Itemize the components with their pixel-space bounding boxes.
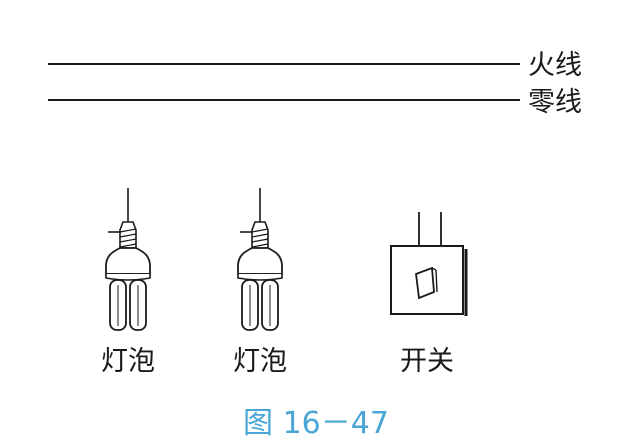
lamp-2: 灯泡 [233, 188, 287, 377]
switch-label: 开关 [400, 346, 454, 377]
bulb-icon [237, 188, 283, 331]
lamp-1-label: 灯泡 [101, 346, 155, 377]
live-wire: 火线 [48, 50, 582, 81]
switch-icon [390, 212, 468, 316]
neutral-wire-label: 零线 [528, 87, 582, 118]
lamp-1: 灯泡 [101, 188, 155, 377]
neutral-wire: 零线 [48, 87, 582, 118]
bulb-icon [105, 188, 151, 331]
lamp-2-label: 灯泡 [233, 346, 287, 377]
switch: 开关 [390, 212, 468, 377]
figure-caption: 图 16－47 [243, 406, 389, 441]
live-wire-label: 火线 [528, 50, 582, 81]
